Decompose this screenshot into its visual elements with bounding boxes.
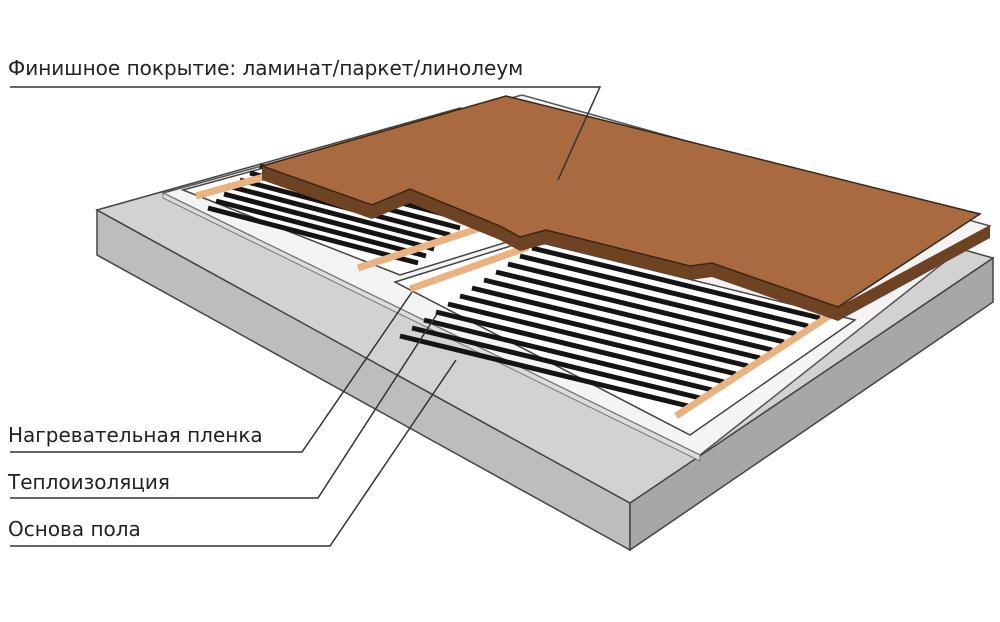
busbar-right-bottom xyxy=(674,311,834,419)
leader-lines xyxy=(10,86,602,547)
label-heating-film: Нагревательная пленка xyxy=(8,423,263,447)
busbar-left-bottom xyxy=(356,222,488,272)
busbar-right-top xyxy=(408,243,530,293)
finish-coating-top xyxy=(259,95,982,308)
leader-base xyxy=(10,359,457,547)
finish-coating-edge xyxy=(262,166,990,321)
leader-film xyxy=(10,291,413,453)
leader-finish xyxy=(10,86,602,181)
label-insulation: Теплоизоляция xyxy=(8,470,170,494)
heating-strips-right xyxy=(399,245,821,409)
label-finish-coating: Финишное покрытие: ламинат/паркет/линоле… xyxy=(8,56,524,80)
label-floor-base: Основа пола xyxy=(8,517,141,541)
leader-insulation xyxy=(10,313,438,499)
finish-coating xyxy=(259,95,990,321)
